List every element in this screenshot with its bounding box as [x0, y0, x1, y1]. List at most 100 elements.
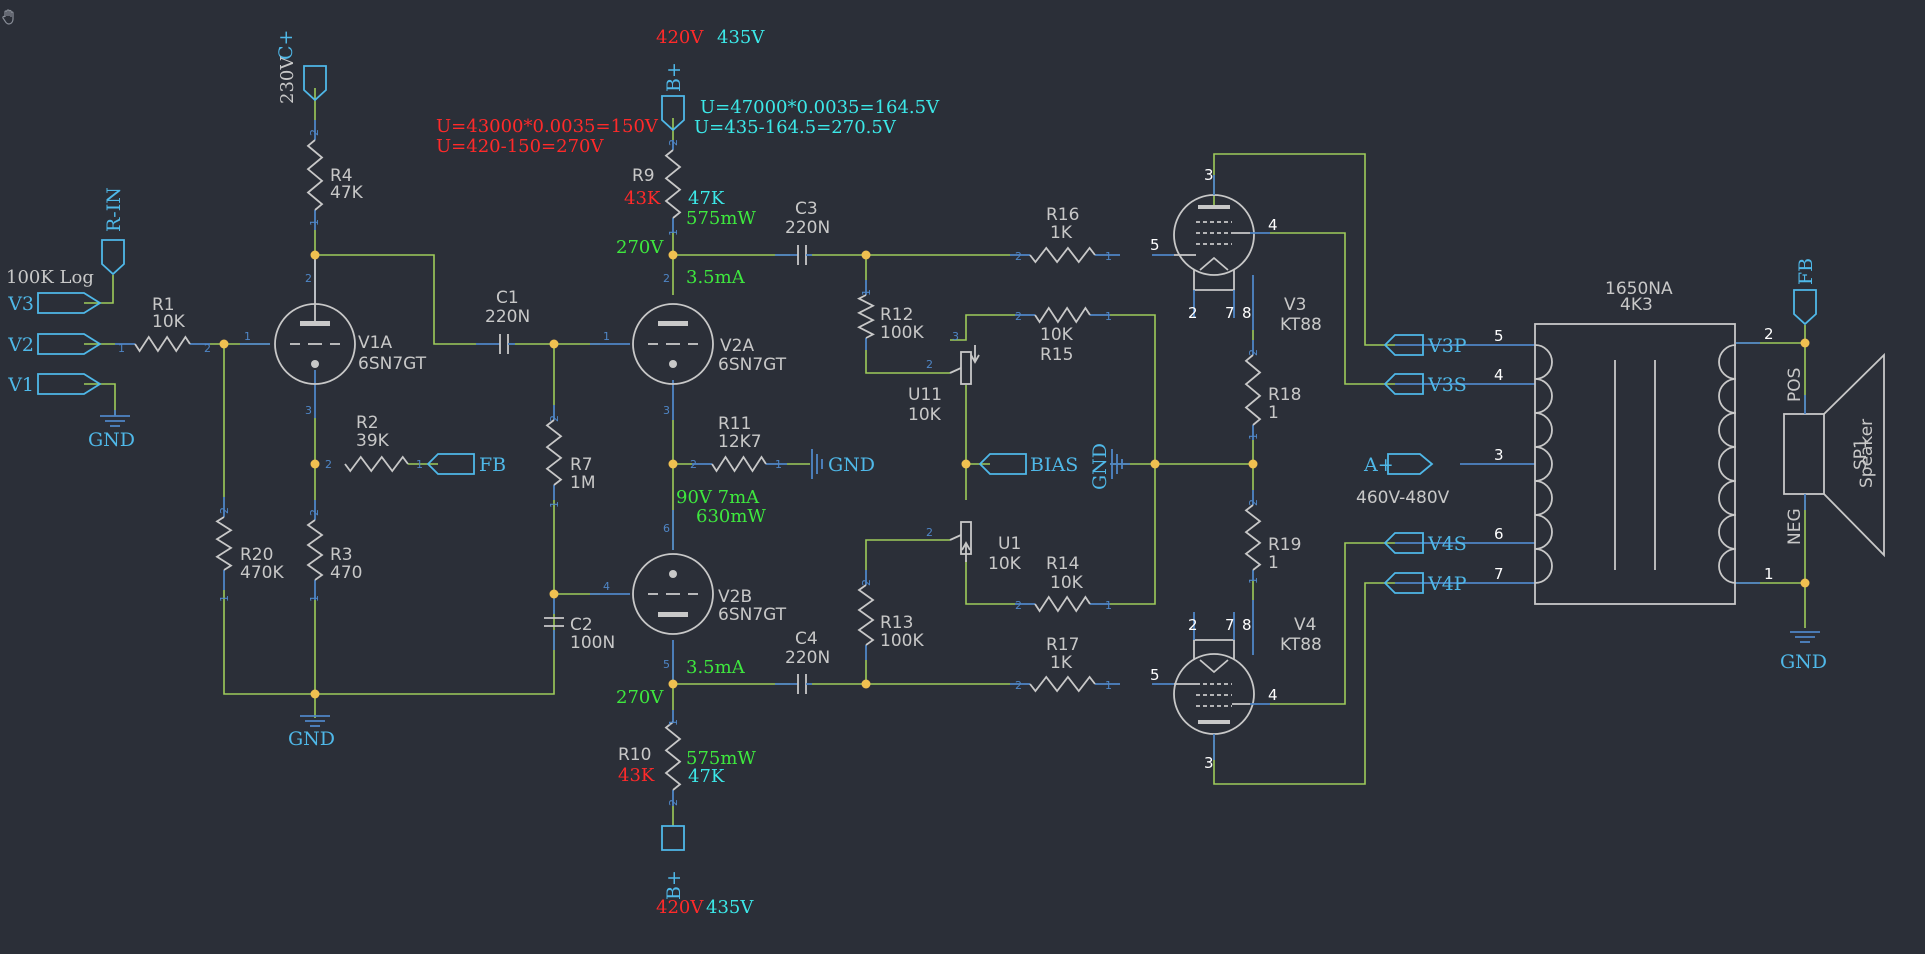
net-label-v3: V3 [7, 293, 34, 315]
net-label-cplus: C+ [275, 30, 297, 60]
label-r20-ref: R20 [240, 545, 273, 565]
svg-text:1: 1 [775, 458, 782, 471]
resistor-r2 [344, 455, 409, 473]
label-r14-ref: R14 [1046, 554, 1079, 574]
label-sp1-ref: SP1 [1851, 438, 1871, 470]
svg-text:1: 1 [548, 501, 561, 508]
svg-text:2: 2 [1015, 599, 1022, 612]
svg-text:3: 3 [952, 330, 959, 343]
note-cplus-voltage: 230V [277, 56, 298, 104]
note-v2a-current: 3.5mA [686, 267, 746, 288]
label-r4-ref: R4 [330, 166, 353, 186]
svg-text:2: 2 [325, 458, 332, 471]
svg-text:2: 2 [667, 799, 680, 806]
svg-text:2: 2 [926, 526, 933, 539]
label-r12-ref: R12 [880, 305, 913, 325]
label-v4-ref: V4 [1294, 615, 1316, 635]
label-c1-ref: C1 [496, 288, 519, 308]
pentode-v4 [1152, 600, 1270, 760]
label-r12-value: 100K [880, 323, 924, 343]
label-ot-ref: 1650NA [1605, 279, 1673, 299]
wire-v3-plate-v3p [1213, 153, 1395, 346]
junction-dot [310, 459, 320, 469]
note-r10-cyan: 47K [688, 766, 725, 787]
svg-text:4: 4 [1494, 366, 1504, 384]
resistor-r18 [1244, 354, 1262, 426]
label-r20-value: 470K [240, 563, 284, 583]
wire-v4-plate-v4p [1213, 582, 1395, 785]
svg-text:3: 3 [305, 404, 312, 417]
junctions [219, 250, 1810, 699]
junction-dot [549, 339, 559, 349]
capacitors [476, 245, 812, 694]
label-r2-ref: R2 [356, 413, 379, 433]
port-bplus-bot [661, 825, 685, 851]
svg-text:2: 2 [1188, 616, 1198, 634]
net-label-v3p: V3P [1427, 335, 1467, 357]
output-transformer [1534, 323, 1737, 605]
wire-r7-v2b [553, 500, 600, 595]
gnd-input [100, 410, 130, 427]
note-bplus-top-cyan: 435V [717, 27, 765, 48]
svg-text:7: 7 [1225, 616, 1235, 634]
svg-text:2: 2 [218, 507, 231, 514]
port-fb-right [1793, 289, 1817, 326]
note-v2a-plate-voltage: 270V [616, 237, 664, 258]
port-bias [978, 453, 1027, 475]
label-r13-value: 100K [880, 631, 924, 651]
net-label-bplus-bot: B+ [663, 870, 685, 900]
note-r9-red: 43K [624, 188, 661, 209]
note-calc-red2: U=420-150=270V [436, 136, 604, 157]
net-label-bias: BIAS [1030, 454, 1078, 476]
pin-stubs [115, 120, 1760, 806]
svg-text:4: 4 [1268, 686, 1278, 704]
net-label-v2: V2 [7, 334, 34, 356]
svg-text:7: 7 [1225, 304, 1235, 322]
svg-text:8: 8 [1242, 616, 1252, 634]
svg-text:1: 1 [1105, 599, 1112, 612]
hand-icon[interactable] [0, 8, 18, 26]
potentiometer-u1 [949, 521, 972, 562]
svg-text:1: 1 [1764, 565, 1774, 583]
resistor-r15 [1034, 306, 1091, 324]
svg-text:1: 1 [667, 719, 680, 726]
label-r15-value: 10K [1040, 325, 1074, 345]
label-r7-ref: R7 [570, 455, 593, 475]
net-label-v3s: V3S [1427, 374, 1467, 396]
label-r11-ref: R11 [718, 414, 751, 434]
svg-text:1: 1 [118, 342, 125, 355]
port-fb-left [426, 453, 475, 475]
svg-text:7: 7 [1494, 565, 1504, 583]
gnd-speaker [1790, 631, 1820, 643]
port-v1 [37, 373, 102, 395]
label-sp1-neg: NEG [1785, 508, 1805, 545]
label-r15-ref: R15 [1040, 345, 1073, 365]
net-labels: C+ B+ B+ R-IN V3 V2 V1 GND GND FB GND BI… [7, 30, 1827, 900]
wire-v3-screen-v3s [1270, 232, 1395, 385]
svg-text:1: 1 [308, 219, 321, 226]
resistor-r20 [215, 516, 233, 571]
label-r4-value: 47K [330, 183, 364, 203]
net-label-gnd-bias: GND [1089, 443, 1111, 490]
label-r1-ref: R1 [152, 295, 175, 315]
svg-text:1: 1 [218, 595, 231, 602]
port-v4p [1383, 572, 1424, 594]
net-label-gnd-r11: GND [828, 454, 875, 476]
label-v3-ref: V3 [1284, 295, 1306, 315]
label-r19-ref: R19 [1268, 535, 1301, 555]
port-cplus [303, 65, 327, 102]
label-r19-value: 1 [1268, 553, 1279, 573]
port-bplus-top [661, 95, 685, 132]
svg-text:3: 3 [1204, 166, 1214, 184]
wire-r12-u11 [865, 350, 950, 374]
note-cathode-voltage: 90V 7mA [676, 487, 760, 508]
label-r9-ref: R9 [632, 166, 655, 186]
label-r3-ref: R3 [330, 545, 353, 565]
label-r1-value: 10K [152, 312, 186, 332]
svg-text:1: 1 [860, 289, 873, 296]
label-r11-value: 12K7 [718, 432, 762, 452]
svg-text:1: 1 [244, 330, 251, 343]
resistor-r10 [664, 721, 682, 791]
